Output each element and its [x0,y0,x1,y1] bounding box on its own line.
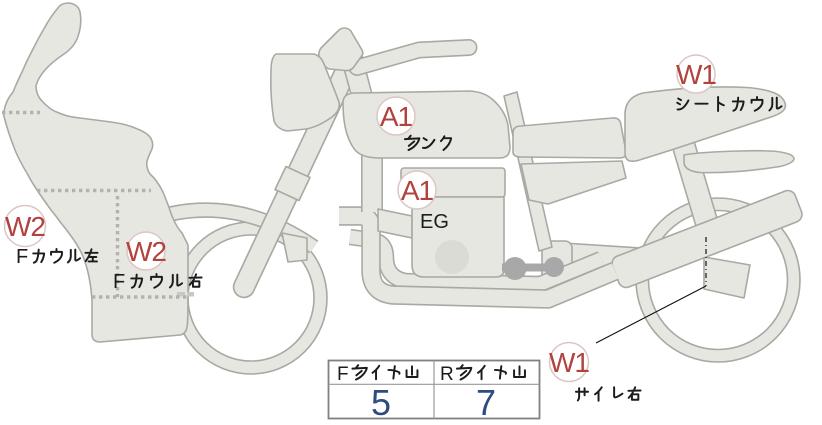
svg-text:F: F [113,271,125,293]
svg-text:EG: EG [420,211,449,233]
svg-text:R: R [440,364,454,385]
svg-text:W1: W1 [676,59,716,90]
svg-text:F: F [337,364,349,385]
svg-text:W1: W1 [549,347,589,378]
svg-text:W2: W2 [5,211,45,242]
svg-text:A1: A1 [380,101,413,132]
svg-text:W2: W2 [126,236,166,267]
svg-text:F: F [16,246,28,268]
svg-text:5: 5 [371,382,391,423]
svg-text:A1: A1 [401,175,434,206]
svg-text:7: 7 [476,382,496,423]
